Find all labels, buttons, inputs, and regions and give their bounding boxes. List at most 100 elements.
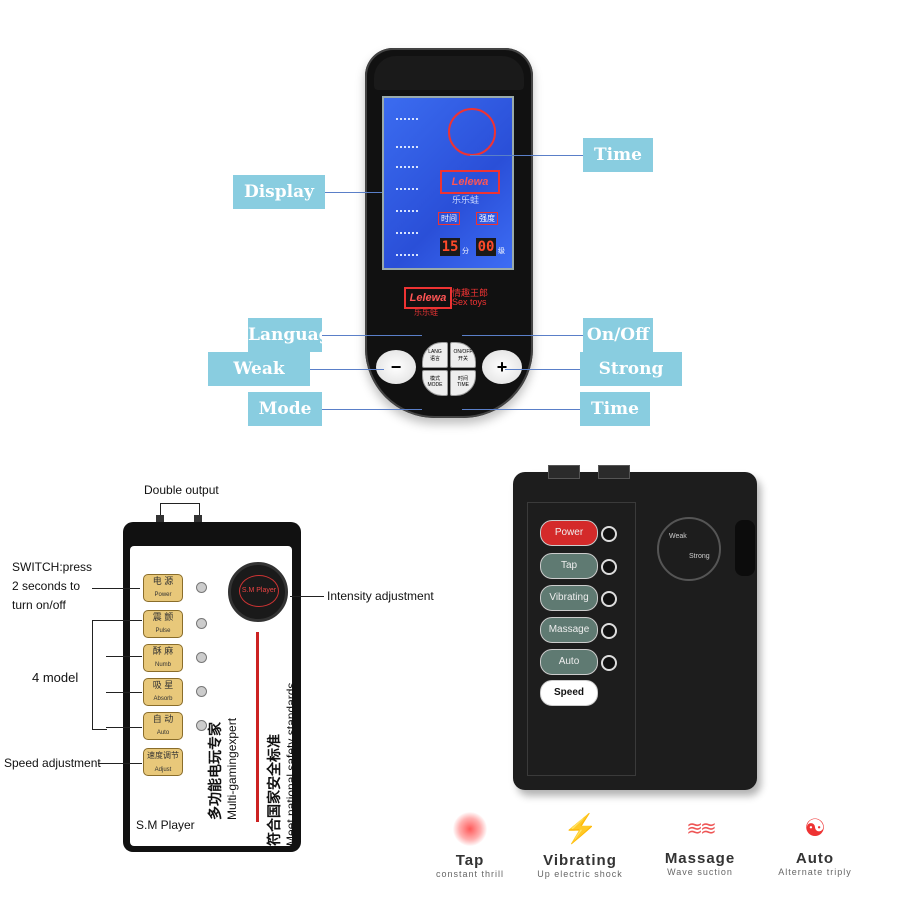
box-vibrating-button[interactable]: Vibrating [540, 585, 598, 611]
led-indicator [196, 618, 207, 629]
language-button[interactable]: LANG 语言 [422, 342, 448, 368]
slogan-block: 多功能电玩专家 Multi-gamingexpert [205, 718, 239, 820]
mode-button[interactable]: 模式 MODE [422, 370, 448, 396]
leader-line [505, 369, 580, 370]
wave-icon [396, 166, 418, 170]
callout-strong: Strong [580, 352, 682, 386]
box-panel [527, 502, 636, 776]
wave-icon [396, 232, 418, 236]
adjust-button[interactable]: 速度调节 Adjust [143, 748, 183, 776]
lang-label: LANG [428, 349, 442, 355]
intensity-unit: 级 [498, 248, 505, 255]
intensity-dial[interactable]: Weak Strong [657, 517, 721, 581]
callout-mode: Mode [248, 392, 322, 426]
led-indicator [601, 526, 617, 542]
feature-tap: Tap constant thrill [415, 812, 525, 879]
time-unit: 分 [462, 248, 469, 255]
leader-line [470, 155, 583, 156]
arrow-line [106, 620, 142, 621]
remote-brand-sub: Sex toys [452, 297, 487, 307]
slogan-en-2: Meet national safety standards [284, 682, 298, 846]
slogan-block-2: 符合国家安全标准 Meet national safety standards [264, 683, 298, 846]
box-tap-button[interactable]: Tap [540, 553, 598, 579]
arrow-line [106, 656, 142, 657]
feature-title: Massage [664, 850, 736, 867]
wave-icon: ≋≋ [686, 818, 717, 840]
player-name: S.M Player [136, 818, 195, 832]
onoff-label: ON/OFF [453, 349, 473, 355]
button-label-cn: 电 源 [152, 576, 174, 586]
onoff-label-cn: 开关 [457, 356, 468, 362]
note-switch-3: turn on/off [12, 598, 66, 612]
strong-button[interactable]: + [482, 350, 522, 384]
onoff-button[interactable]: ON/OFF 开关 [450, 342, 476, 368]
feature-auto: ☯ Auto Alternate triply [760, 812, 870, 877]
wave-icon [396, 210, 418, 214]
led-indicator [601, 559, 617, 575]
led-indicator [601, 623, 617, 639]
box-massage-button[interactable]: Massage [540, 617, 598, 643]
output-port [548, 465, 580, 479]
button-label: Numb [154, 662, 171, 668]
time-readout: 15 [440, 238, 460, 256]
wave-icon [396, 146, 418, 150]
note-switch-1: SWITCH:press [12, 560, 93, 574]
remote-brand-sub-cn: 情趣王郎 [452, 288, 489, 298]
feature-subtitle: Up electric shock [537, 869, 623, 879]
button-label-cn: 酥 麻 [152, 646, 174, 656]
arrow-line [92, 588, 140, 589]
screen-intensity-label: 强度 [476, 212, 498, 225]
knob-label: S.M Player [239, 575, 279, 607]
arrow-line [98, 763, 142, 764]
weak-button[interactable]: − [376, 350, 416, 384]
wave-icon [396, 188, 418, 192]
intensity-readout: 00 [476, 238, 496, 256]
box-power-button[interactable]: Power [540, 520, 598, 546]
lang-label-cn: 语言 [429, 356, 440, 362]
feature-vibrating: ⚡ Vibrating Up electric shock [525, 812, 635, 879]
callout-weak: Weak [208, 352, 310, 386]
slogan-cn-1: 多功能电玩专家 [207, 722, 223, 820]
button-label-cn: 震 颤 [152, 612, 174, 622]
intensity-knob[interactable]: S.M Player [228, 562, 288, 622]
remote-brand-logo: Lelewa [404, 287, 452, 309]
arrow-line [106, 727, 142, 728]
callout-onoff: On/Off [583, 318, 653, 352]
callout-language: Language [248, 318, 341, 352]
feature-title: Vibrating [543, 852, 617, 869]
time-button[interactable]: 时间 TIME [450, 370, 476, 396]
dial-weak-label: Weak [669, 533, 687, 540]
note-intensity: Intensity adjustment [327, 589, 434, 603]
numb-button[interactable]: 酥 麻 Numb [143, 644, 183, 672]
pulse-circle-icon [453, 812, 487, 846]
note-double-output: Double output [144, 483, 219, 497]
leader-line [310, 369, 384, 370]
mode-label: MODE [427, 382, 443, 388]
arrow-line [106, 692, 142, 693]
slogan-cn-2: 符合国家安全标准 [266, 734, 282, 846]
callout-display: Display [233, 175, 325, 209]
wave-icon [396, 254, 418, 258]
led-indicator [196, 582, 207, 593]
button-label-cn: 速度调节 [147, 751, 179, 760]
box-speed-button[interactable]: Speed [540, 680, 598, 706]
box-auto-button[interactable]: Auto [540, 649, 598, 675]
feature-subtitle: constant thrill [435, 869, 505, 879]
button-label: Adjust [154, 767, 172, 773]
led-indicator [601, 591, 617, 607]
button-label-cn: 吸 星 [152, 680, 174, 690]
leader-line [322, 335, 422, 336]
arrow-line [290, 596, 324, 597]
mode-label-cn: 模式 [429, 376, 440, 382]
dial-strong-label: Strong [689, 553, 710, 560]
keypad: − + LANG 语言 ON/OFF 开关 模式 MODE 时间 TIME [372, 340, 526, 406]
side-knob[interactable] [735, 520, 755, 576]
led-indicator [196, 652, 207, 663]
lightning-icon: ⚡ [563, 813, 598, 844]
button-label: Auto [156, 730, 170, 736]
led-indicator [196, 720, 207, 731]
